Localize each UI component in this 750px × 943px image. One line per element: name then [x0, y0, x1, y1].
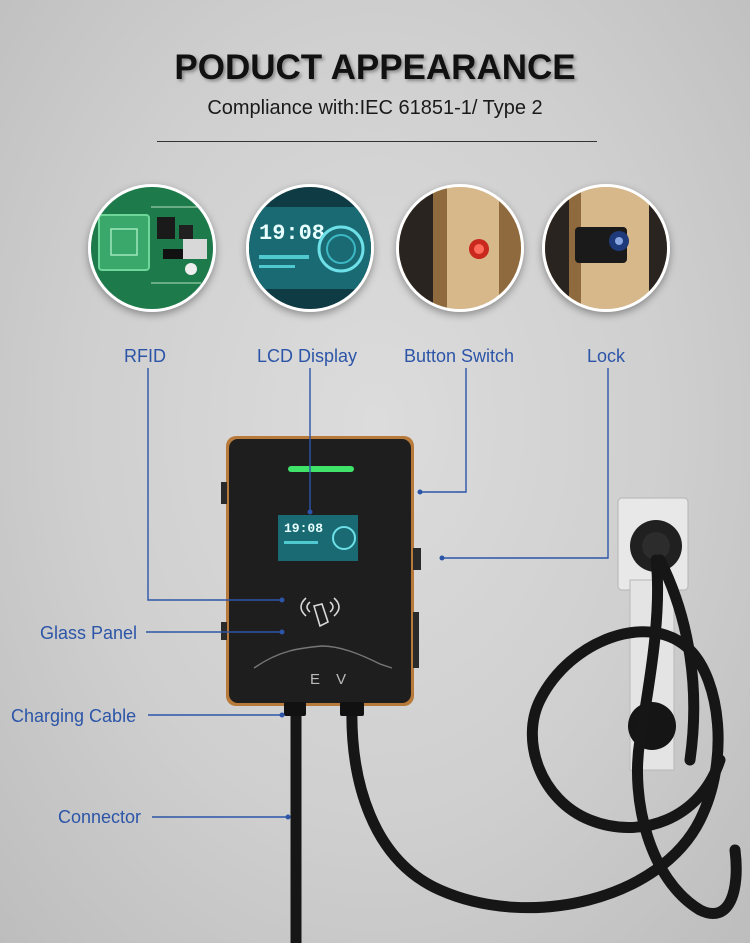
lcd-screen: [278, 515, 358, 561]
key-lock-icon: [542, 184, 670, 312]
glass-panel-label: Glass Panel: [40, 623, 138, 643]
page-subtitle: Compliance with:IEC 61851-1/ Type 2: [207, 97, 543, 119]
rfid-tap-icon: [300, 597, 340, 628]
device-screen-time: 19:08: [284, 521, 323, 536]
leader-dots: [279, 489, 445, 820]
page-title: PODUCT APPEARANCE: [174, 48, 576, 87]
lock-label: Lock: [587, 346, 626, 366]
lcd-display-label: LCD Display: [257, 346, 358, 366]
leader-lines: [146, 368, 609, 818]
connector-label: Connector: [58, 807, 142, 827]
rfid-label: RFID: [124, 346, 166, 366]
lcd-screen-icon: 19:08: [246, 184, 374, 312]
charging-cable: [290, 554, 742, 943]
ev-badge: E V: [310, 671, 352, 688]
title-divider: [157, 141, 597, 142]
rfid-board-icon: [88, 184, 216, 312]
charger-body: 19:08 E V: [221, 436, 421, 716]
status-led: [288, 466, 354, 472]
lcd-time-text: 19:08: [259, 221, 325, 246]
button-switch-label: Button Switch: [404, 346, 515, 366]
charging-cable-label: Charging Cable: [11, 706, 137, 726]
